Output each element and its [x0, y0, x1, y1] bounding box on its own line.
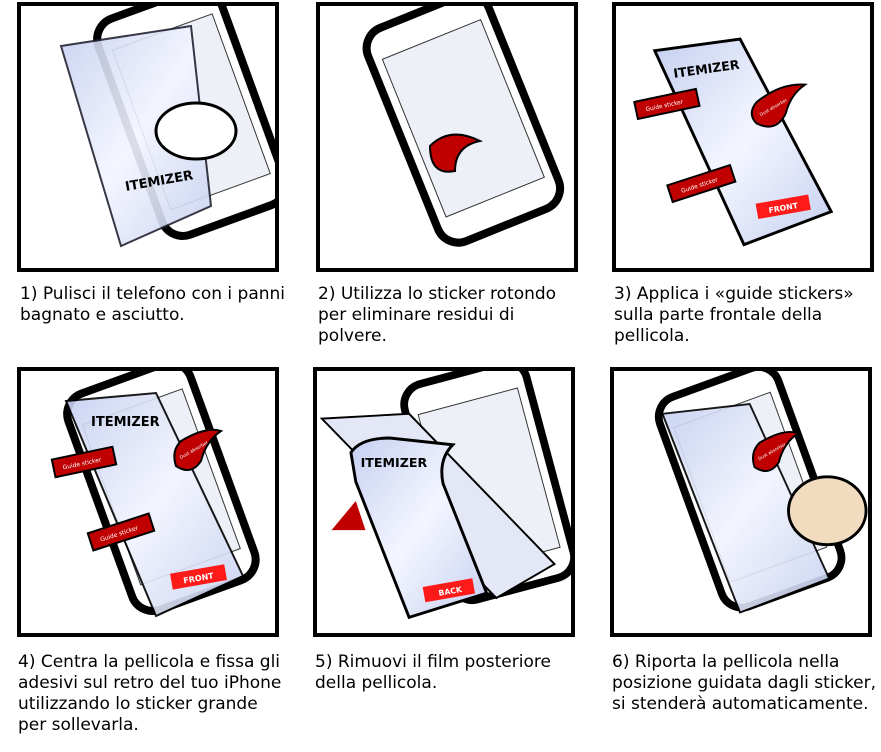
- dust-sticker-icon: [428, 133, 484, 173]
- back-label: BACK: [438, 585, 464, 598]
- step-3-illustration: ITEMIZER Guide sticker Guide sticker Dus…: [612, 2, 874, 272]
- step-2-illustration: [316, 2, 578, 272]
- guide-sticker-icon: [666, 163, 737, 204]
- step-1-caption: 1) Pulisci il telefono con i panni bagna…: [20, 284, 286, 325]
- itemizer-logo: ITEMIZER: [361, 455, 428, 470]
- guide-sticker-icon: [633, 87, 701, 121]
- hand-icon: [787, 475, 868, 547]
- step-6-caption: 6) Riporta la pellicola nella posizione …: [612, 652, 876, 714]
- step-6-illustration: Dust absorber: [610, 367, 872, 637]
- step-3-caption: 3) Applica i «guide stickers» sulla part…: [614, 284, 854, 346]
- step-4-caption: 4) Centra la pellicola e fissa gli adesi…: [18, 652, 282, 735]
- dust-sticker-icon: [750, 83, 808, 128]
- hand-icon: [154, 101, 238, 161]
- step-4-illustration: ITEMIZER Guide sticker Guide sticker Dus…: [17, 367, 279, 637]
- step-5-caption: 5) Rimuovi il film posteriore della pell…: [315, 652, 551, 693]
- step-1-illustration: ITEMIZER: [17, 2, 279, 272]
- step-5-illustration: ITEMIZER BACK: [313, 367, 575, 637]
- step-2-caption: 2) Utilizza lo sticker rotondo per elimi…: [318, 284, 557, 346]
- itemizer-logo: ITEMIZER: [91, 415, 160, 430]
